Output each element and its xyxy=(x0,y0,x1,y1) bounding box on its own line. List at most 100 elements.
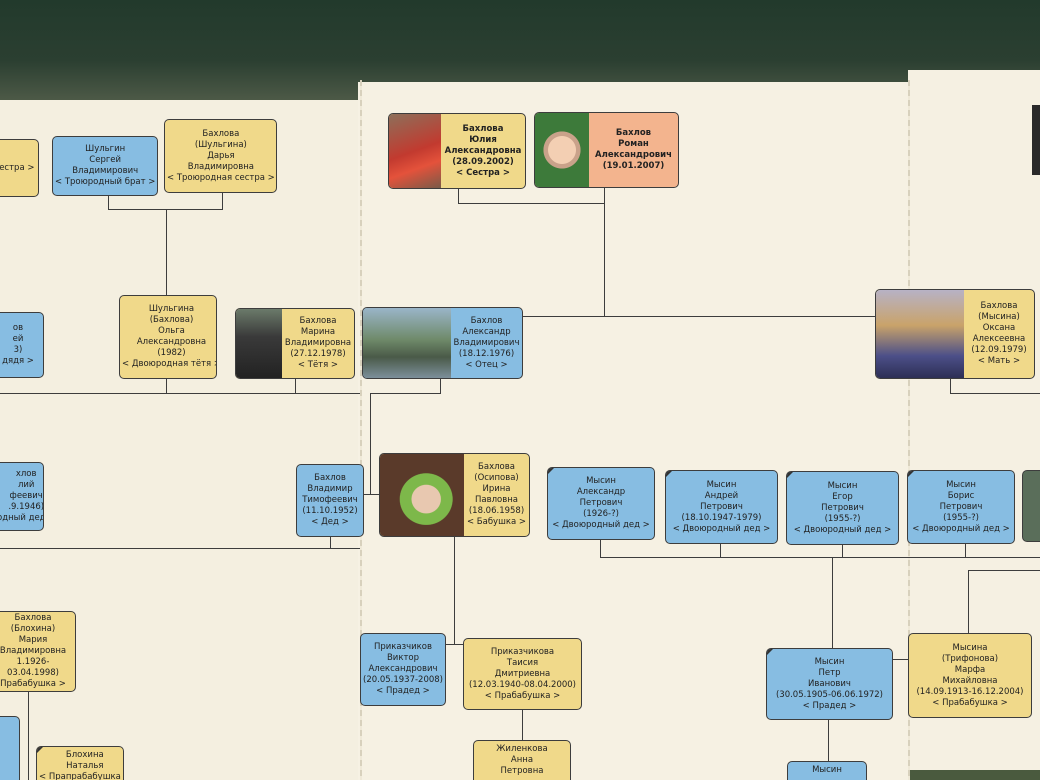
card-bottom-left-partial[interactable] xyxy=(0,716,20,780)
card-text-line: (Трифонова) xyxy=(941,653,999,664)
card-text-line: Александр xyxy=(576,487,626,497)
card-text-line: Борис xyxy=(947,490,975,501)
card-text-line: (Мысина) xyxy=(978,312,1020,322)
card-text-line: (18.06.1958) xyxy=(468,506,525,516)
connector-line xyxy=(28,692,29,780)
card-text-line: Петрович xyxy=(939,501,983,512)
card-text-line: Мысин xyxy=(814,656,845,667)
corner-flag-icon xyxy=(37,747,43,753)
card-text-line: Виктор xyxy=(386,653,420,663)
card-text-line: Блохина xyxy=(65,750,104,760)
card-text-line: Юлия xyxy=(469,134,497,145)
card-text-line: Иванович xyxy=(808,678,851,689)
connector-line xyxy=(604,188,605,204)
connector-line xyxy=(968,570,1040,571)
card-text-line: Бахлова xyxy=(980,301,1018,311)
card-text-line: Александрович xyxy=(368,664,438,674)
card-text-line: Андрей xyxy=(704,490,739,501)
card-text-line: < Двоюродная тётя > xyxy=(122,359,217,369)
card-text-line: Владимирович xyxy=(72,166,139,176)
card-text-line: Бахлова xyxy=(478,462,515,472)
card-text-line: Владимировна xyxy=(187,161,254,172)
card-text-line: дядя > xyxy=(2,356,34,366)
card-text-line: Александровна xyxy=(444,145,522,156)
card-text-line: (1982) xyxy=(157,348,186,358)
card-text: Мысин xyxy=(788,762,866,780)
card-text-line: < Дед > xyxy=(311,517,349,527)
card-text-line: Владимирович xyxy=(453,337,520,348)
card-text-line: Бахлова xyxy=(462,123,504,134)
card-text-line: < Тётя > xyxy=(297,360,339,370)
connector-line xyxy=(222,192,223,210)
card-text-line: 1.1926-03.04.1998) xyxy=(7,657,59,678)
card-right-partial[interactable] xyxy=(1022,470,1040,542)
paper-fold-right xyxy=(908,80,910,780)
card-text-line: Наталья xyxy=(66,761,104,771)
card-text-line: (19.01.2007) xyxy=(602,161,665,171)
connector-line xyxy=(950,378,951,394)
card-text-line: (12.09.1979) xyxy=(971,345,1027,355)
card-text-line: Таисия xyxy=(506,657,539,668)
connector-line xyxy=(458,188,459,204)
card-text-line: Егор xyxy=(832,491,853,502)
connector-line xyxy=(842,544,843,558)
card-text-line: Анна xyxy=(510,755,534,765)
card-text-line: Марина xyxy=(300,327,336,337)
connector-line xyxy=(828,718,829,762)
connector-line xyxy=(440,378,441,394)
card-text-line: (Блохина) xyxy=(10,624,56,634)
card-text-line: Алексеевна xyxy=(972,334,1026,344)
connector-line xyxy=(370,393,441,394)
connector-line xyxy=(0,393,360,394)
card-text-line: Бахлов xyxy=(470,315,503,326)
connector-line xyxy=(720,543,721,557)
photo-yulia xyxy=(389,114,441,188)
corner-flag-icon xyxy=(767,649,773,655)
card-text-line: < Двоюродный дед > xyxy=(793,524,892,535)
card-left-sister[interactable]: сестра > xyxy=(0,139,39,197)
card-text-line: (1955-?) xyxy=(943,512,979,523)
card-text-line: Оксана xyxy=(982,323,1016,333)
connector-line xyxy=(454,537,455,645)
card-mysin-bottom[interactable]: Мысин xyxy=(787,761,867,780)
card-text-line: < Прапрабабушка > xyxy=(39,772,124,780)
connector-line xyxy=(108,196,109,210)
corner-flag-icon xyxy=(666,471,672,477)
card-text-line: (11.10.1952) xyxy=(302,506,358,516)
photo-roman xyxy=(535,113,589,187)
